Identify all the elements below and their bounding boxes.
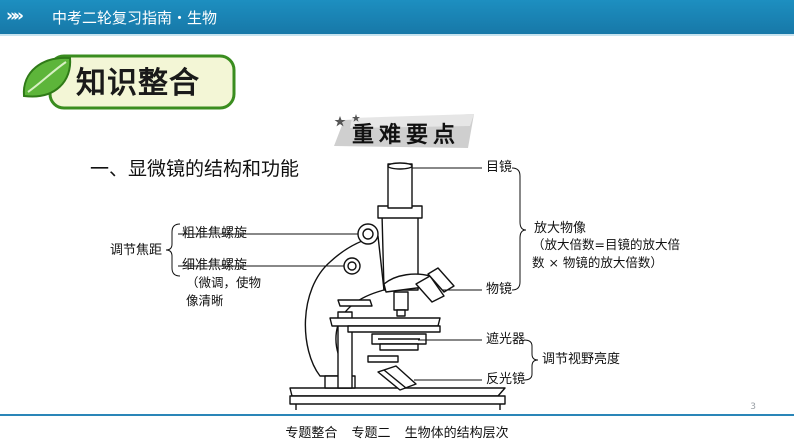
coarse-focus-knob [357, 223, 379, 245]
badge-title: 知识整合 [76, 66, 200, 101]
ribbon-title: 重难要点 [351, 122, 460, 148]
label-coarse-focus: 粗准焦螺旋 [182, 226, 248, 241]
label-mirror: 反光镜 [486, 372, 526, 387]
objective-part [393, 267, 455, 317]
header-divider [0, 34, 794, 36]
label-magnify: 放大物像 [534, 221, 587, 236]
fine-focus-knob [343, 257, 361, 275]
header-bar [0, 0, 794, 34]
leader-lines [165, 167, 539, 381]
microscope-base [289, 387, 506, 410]
footer-text: 专题整合 专题二 生物体的结构层次 [285, 426, 509, 441]
heading-ribbon [334, 114, 474, 148]
label-objective: 物镜 [486, 282, 513, 297]
mirror-part [367, 355, 417, 391]
label-eyepiece: 目镜 [486, 160, 513, 175]
leaf-icon [22, 56, 72, 98]
label-diaphragm: 遮光器 [486, 332, 526, 347]
header-title: 中考二轮复习指南・生物 [52, 9, 218, 27]
chevrons-icon: »» [6, 6, 24, 26]
microscope-stage [329, 317, 441, 333]
label-focus-group: 调节焦距 [110, 243, 163, 258]
footer-divider [0, 414, 794, 416]
page-number: 3 [750, 402, 756, 412]
fine-focus-note: （微调，使物 像清晰 [186, 275, 262, 308]
star-icon [334, 114, 360, 127]
magnify-note: （放大倍数=目镜的放大倍 数 × 物镜的放大倍数） [532, 237, 680, 270]
eyepiece-part [387, 162, 413, 209]
section-badge [22, 54, 236, 110]
diaphragm-part [371, 333, 427, 351]
section-heading: 一、显微镜的结构和功能 [90, 158, 300, 180]
label-brightness-group: 调节视野亮度 [542, 352, 621, 367]
label-fine-focus: 细准焦螺旋 [182, 258, 248, 273]
